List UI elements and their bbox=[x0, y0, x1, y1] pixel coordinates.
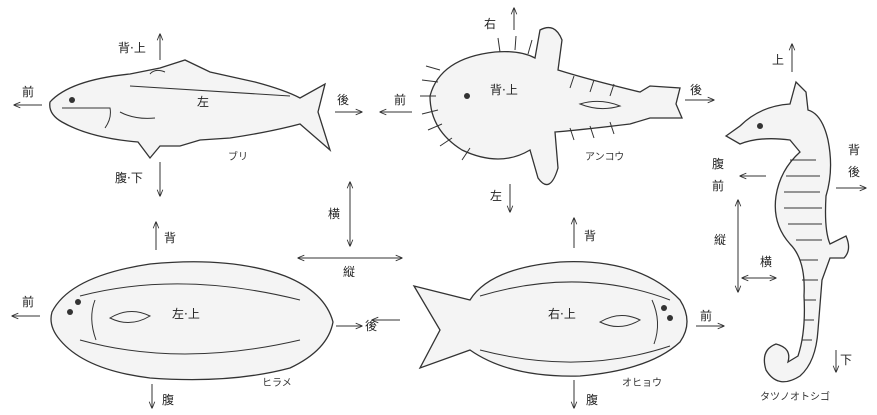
center-horizontal-label: 縦 bbox=[343, 265, 355, 279]
ohyou-side-label: 右·上 bbox=[548, 306, 576, 321]
tatsu-eye bbox=[757, 123, 763, 129]
anko-name: アンコウ bbox=[585, 151, 624, 163]
buri-side-label: 左 bbox=[197, 94, 209, 109]
hirame-eye-2 bbox=[75, 299, 81, 305]
anko-body bbox=[430, 28, 682, 185]
hirame-back-label: 後 bbox=[365, 319, 377, 333]
tatsu-back-label-1: 背 bbox=[848, 143, 860, 157]
hirame-down-label: 腹 bbox=[162, 393, 174, 407]
anko-front-label: 前 bbox=[394, 92, 406, 107]
hirame-name: ヒラメ bbox=[262, 377, 292, 389]
center-axes: 横 縦 bbox=[298, 182, 402, 279]
tatsu-back-label-2: 後 bbox=[848, 165, 860, 179]
hirame-up-label: 背 bbox=[164, 231, 176, 245]
anko-bottom-label: 左 bbox=[490, 188, 502, 203]
tatsu-group: 上 腹 前 背 後 縦 横 下 タツノオトシゴ bbox=[712, 44, 866, 403]
anko-eye bbox=[464, 93, 470, 99]
buri-front-label: 前 bbox=[22, 84, 34, 99]
tatsu-down-label: 下 bbox=[840, 353, 852, 367]
buri-body bbox=[50, 60, 330, 158]
hirame-front-label: 前 bbox=[22, 294, 34, 309]
buri-up-label: 背·上 bbox=[118, 41, 146, 55]
tatsu-lateral-label: 横 bbox=[760, 255, 772, 269]
buri-down-label: 腹·下 bbox=[115, 171, 143, 185]
tatsu-up-label: 上 bbox=[772, 53, 784, 67]
buri-group: 背·上 前 後 腹·下 左 ブリ bbox=[14, 34, 362, 196]
ohyou-up-label: 背 bbox=[584, 229, 596, 243]
tatsu-name: タツノオトシゴ bbox=[760, 390, 830, 403]
ohyou-front-label: 前 bbox=[700, 308, 712, 323]
center-vertical-label: 横 bbox=[328, 207, 340, 221]
tatsu-front-label-2: 前 bbox=[712, 178, 724, 193]
hirame-eye-1 bbox=[67, 309, 73, 315]
anko-group: 右 前 後 左 背·上 アンコウ bbox=[380, 8, 714, 212]
hirame-side-label: 左·上 bbox=[172, 306, 200, 321]
tatsu-body bbox=[726, 82, 849, 382]
ohyou-eye-1 bbox=[667, 315, 673, 321]
buri-name: ブリ bbox=[228, 150, 248, 163]
ohyou-down-label: 腹 bbox=[586, 393, 598, 407]
ohyou-group: 背 前 腹 右·上 オヒョウ bbox=[372, 218, 724, 408]
tatsu-longitudinal-label: 縦 bbox=[714, 233, 726, 247]
anko-side-label: 背·上 bbox=[490, 83, 518, 97]
anko-top-label: 右 bbox=[484, 16, 496, 31]
buri-eye bbox=[69, 97, 75, 103]
tatsu-front-label-1: 腹 bbox=[712, 157, 724, 171]
ohyou-name: オヒョウ bbox=[622, 377, 662, 389]
buri-back-label: 後 bbox=[337, 93, 349, 107]
ohyou-eye-2 bbox=[661, 305, 667, 311]
anko-back-label: 後 bbox=[690, 83, 702, 97]
hirame-group: 背 前 後 腹 左·上 ヒラメ bbox=[12, 222, 377, 408]
